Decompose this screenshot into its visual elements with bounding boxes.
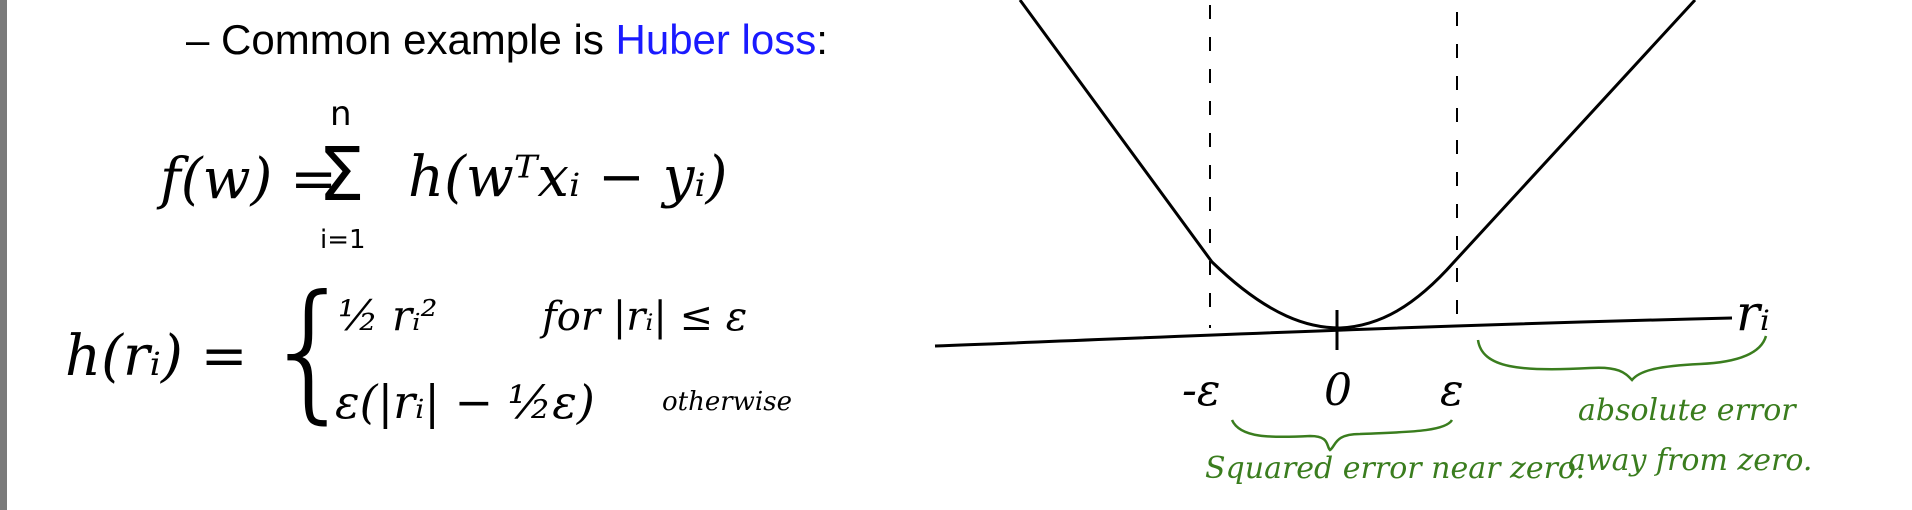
- absolute-region-brace: [1476, 335, 1768, 382]
- case2-expression: ε(|rᵢ| − ½ε): [335, 375, 595, 429]
- tick-label-neg-epsilon: -ε: [1182, 365, 1220, 416]
- case2-condition: otherwise: [662, 387, 792, 417]
- tick-label-pos-epsilon: ε: [1440, 365, 1464, 416]
- sum-lower-limit: i=1: [320, 225, 366, 255]
- case1-expression: ½ rᵢ²: [338, 291, 437, 340]
- case1-condition: for |rᵢ| ≤ ε: [539, 294, 747, 340]
- annotation-absolute-line1: absolute error: [1578, 393, 1797, 428]
- bullet-text-prefix: Common example is: [221, 16, 616, 63]
- tick-label-zero: 0: [1324, 365, 1352, 416]
- sum-symbol: Σ: [318, 132, 365, 218]
- equation-f-lhs: f(w) =: [156, 147, 337, 212]
- huber-loss-highlight: Huber loss: [615, 16, 817, 63]
- bullet-text-suffix: :: [816, 16, 828, 63]
- bullet-dash: –: [186, 16, 210, 63]
- equation-h: h(rᵢ) = { ½ rᵢ² for |rᵢ| ≤ ε ε(|rᵢ| − ½ε…: [65, 264, 792, 438]
- axis-label-ri: rᵢ: [1736, 284, 1770, 342]
- equation-f-body: h(wᵀxᵢ − yᵢ): [408, 145, 727, 210]
- bullet-line: – Common example is Huber loss:: [186, 16, 828, 64]
- residual-axis: [934, 316, 1733, 348]
- sum-upper-limit: n: [330, 94, 352, 134]
- squared-region-brace: [1230, 419, 1454, 452]
- annotation-squared-error: Squared error near zero.: [1205, 451, 1585, 486]
- left-edge-bar: [0, 0, 7, 510]
- huber-plot: rᵢ -ε 0 ε Squared error near zero. absol…: [934, 0, 1812, 486]
- piecewise-brace: {: [262, 264, 357, 438]
- huber-curve: [1018, 0, 1697, 330]
- annotation-absolute-line2: away from zero.: [1568, 443, 1812, 478]
- equation-f: f(w) = n Σ i=1 h(wᵀxᵢ − yᵢ): [156, 94, 727, 255]
- equation-h-lhs: h(rᵢ) =: [65, 324, 248, 389]
